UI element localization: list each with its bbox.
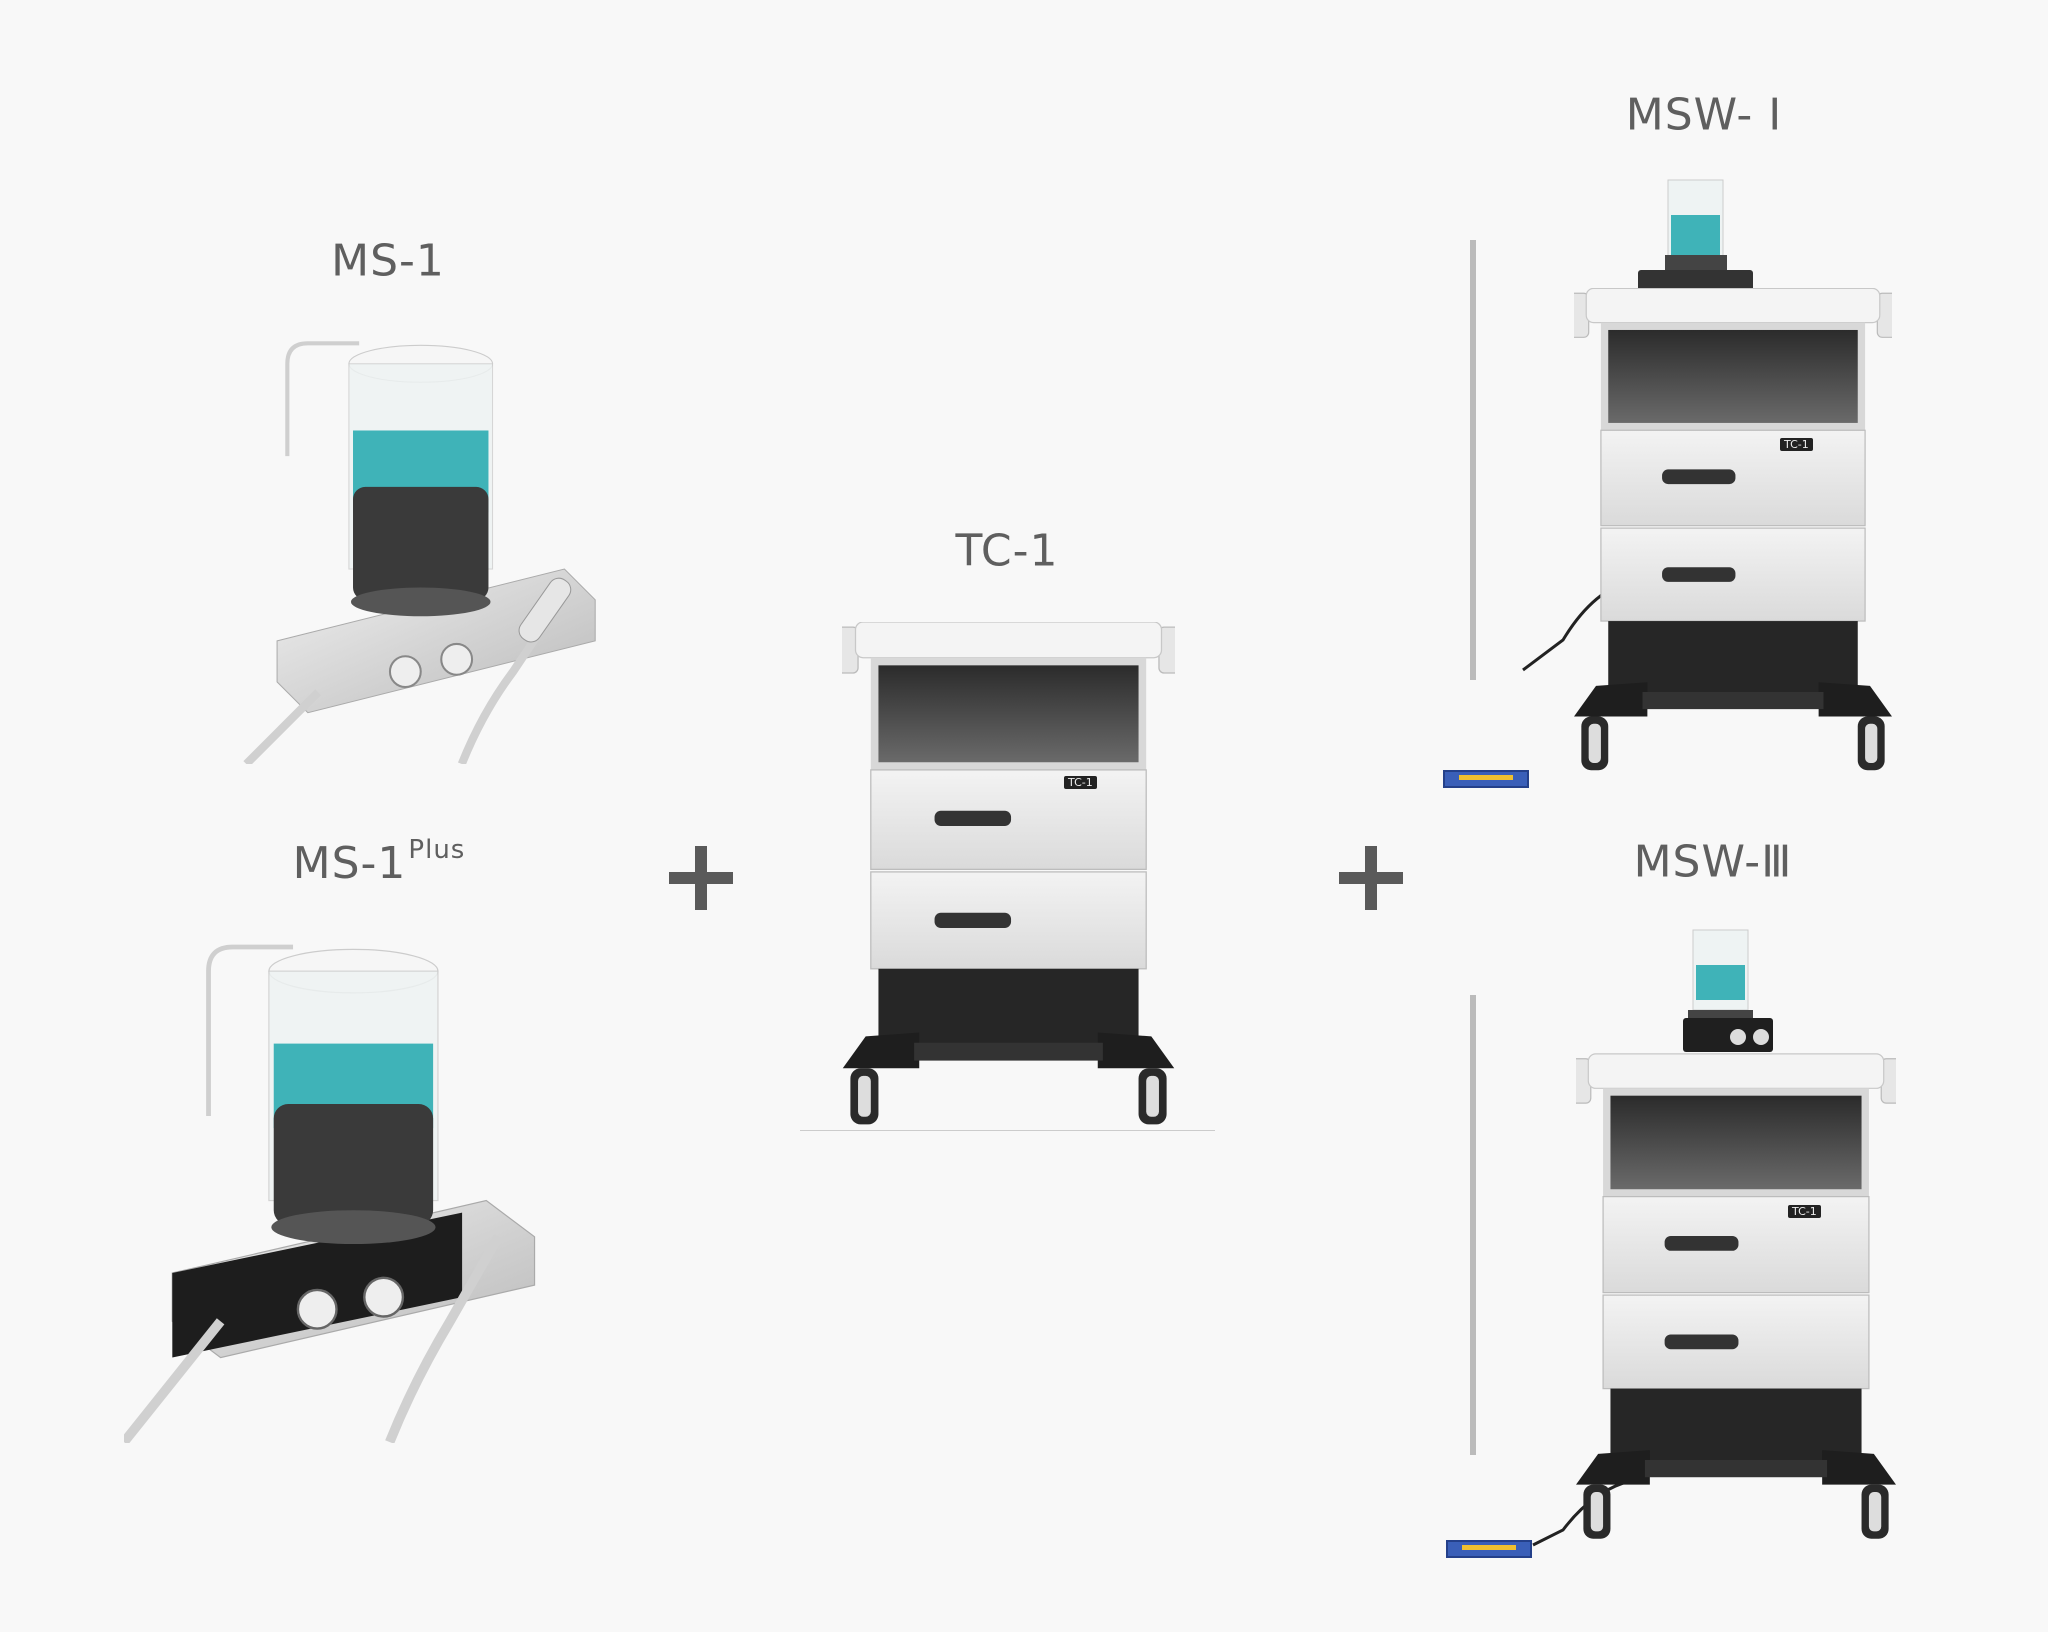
product-title-tc1: TC-1 (955, 525, 1059, 577)
mswiii-badge: TC-1 (1788, 1205, 1821, 1218)
product-title-ms1plus: MS-1Plus (293, 835, 466, 889)
tc1-cart-image: TC-1 (842, 622, 1175, 1132)
product-title-mswi: MSW- I (1625, 89, 1783, 141)
ms1plus-device-image (124, 934, 607, 1443)
plus-icon (1339, 846, 1403, 910)
ms1plus-superscript: Plus (408, 835, 466, 865)
mswi-system-image: TC-1 (1443, 170, 1893, 790)
plus-icon (669, 846, 733, 910)
floor-line (800, 1130, 1215, 1131)
product-title-mswiii: MSW-Ⅲ (1633, 836, 1793, 888)
mswi-badge: TC-1 (1780, 438, 1813, 451)
foot-pedal (1443, 770, 1529, 788)
ms1-device-image (189, 333, 673, 764)
tc1-badge: TC-1 (1064, 776, 1097, 789)
ms1plus-name: MS-1 (292, 838, 407, 889)
mswiii-system-image: TC-1 (1443, 920, 1898, 1560)
foot-pedal (1446, 1540, 1532, 1558)
product-title-ms1: MS-1 (331, 235, 445, 287)
